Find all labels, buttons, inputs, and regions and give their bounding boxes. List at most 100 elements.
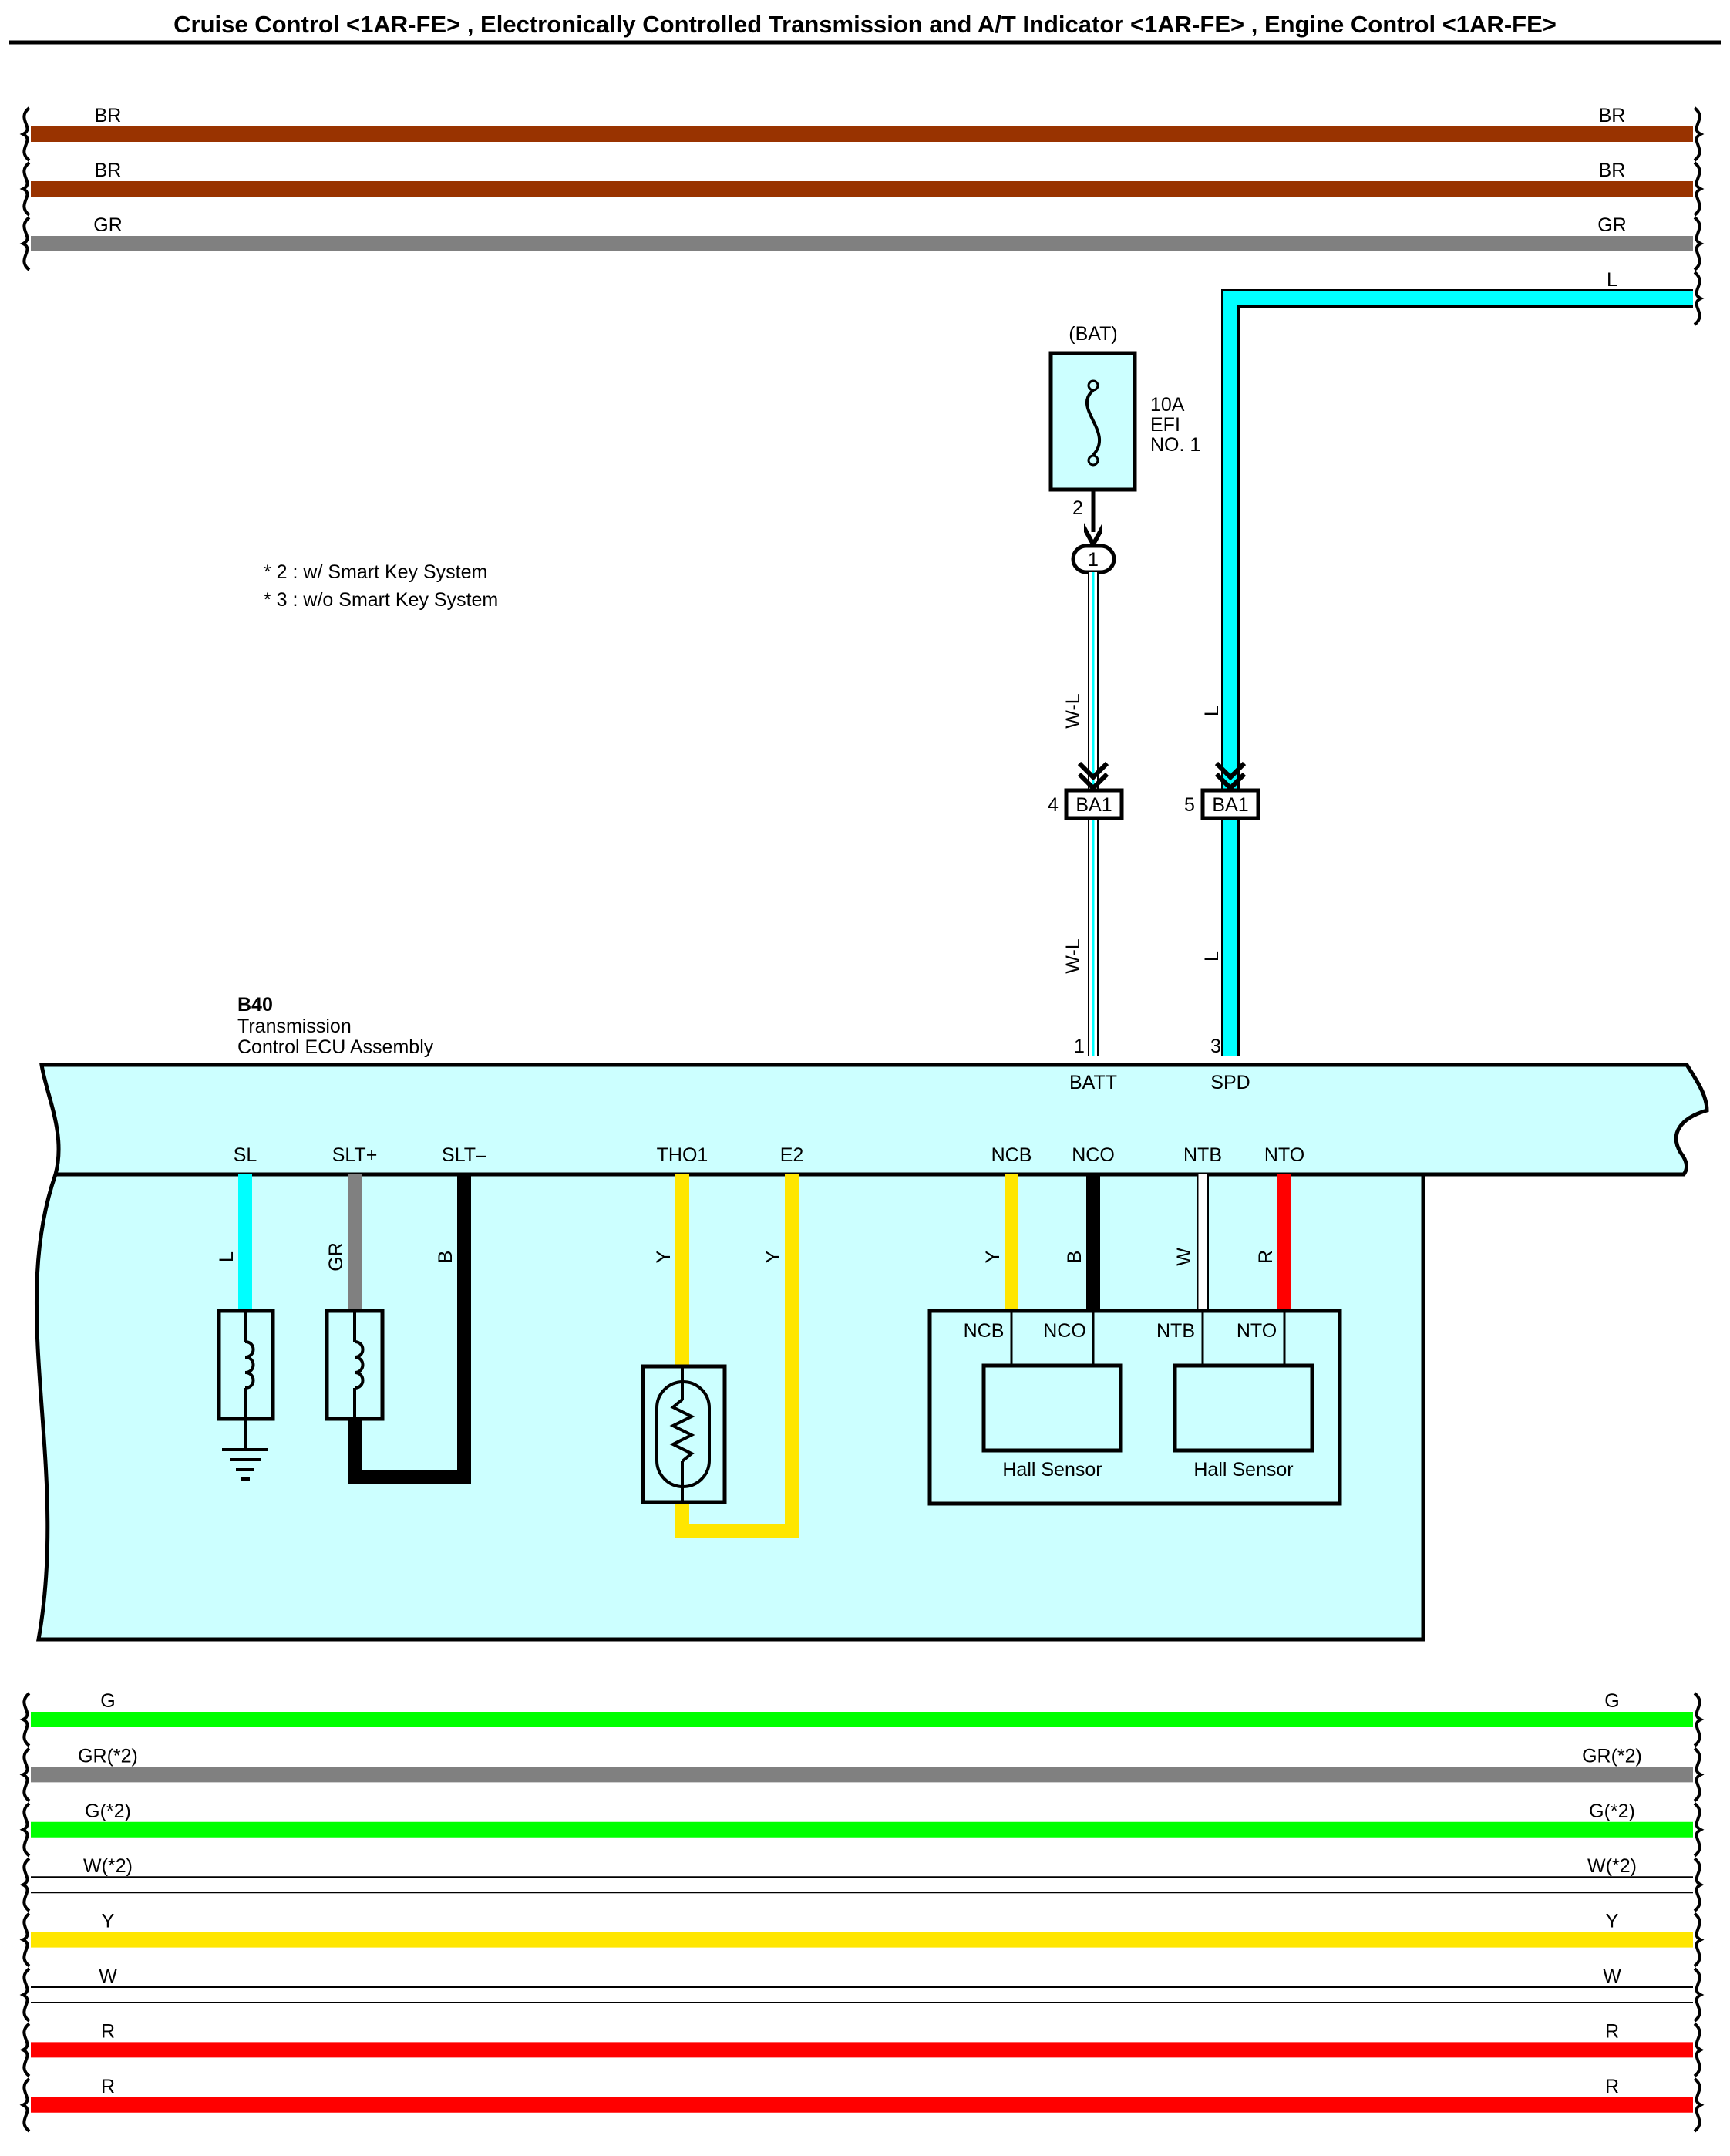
break-mark [1693,1857,1705,1912]
fuse-name-1: EFI [1150,414,1180,436]
break-mark [19,106,31,162]
top-wire-label-left: BR [95,105,122,126]
ecu-name-2: Control ECU Assembly [237,1036,434,1058]
bottom-wire-2: G(*2)G(*2) [19,1801,1705,1858]
bottom-wire-label-right: G(*2) [1589,1801,1635,1822]
break-mark [1693,1747,1705,1802]
fuse-pin: 2 [1072,497,1083,519]
note-no-smart-key: * 3 : w/o Smart Key System [264,589,498,611]
ecu-terminal-labels: SL SLT+ SLT– THO1 E2 NCB NCO NTB NTO [234,1144,1304,1166]
break-mark [1693,271,1705,326]
fuse-amp: 10A [1150,394,1185,416]
hall-sensor-1-label: Hall Sensor [1002,1459,1102,1481]
bottom-wire-label-right: W [1603,1966,1621,1987]
bottom-wire-label-left: W [99,1966,117,1987]
batt-wire-label-lower: W-L [1062,938,1084,973]
wire-label-ntb: W [1173,1248,1195,1266]
top-wire-0: BR BR [19,105,1705,162]
ecu-pin-batt-number: 1 [1074,1036,1085,1057]
break-mark [19,1912,31,1968]
batt-wire-label-upper: W-L [1062,693,1084,728]
hall-sensor-1 [981,1363,1123,1453]
sensor-pin-ntb: NTB [1156,1320,1195,1342]
break-mark [19,2077,31,2133]
terminal-slt-minus: SLT– [442,1144,486,1166]
bottom-wire-label-left: Y [102,1911,115,1932]
wire-label-slt-minus: B [435,1251,456,1264]
splice-label: 1 [1088,549,1099,571]
terminal-nto: NTO [1264,1144,1304,1166]
terminal-tho1: THO1 [657,1144,708,1166]
break-mark [1693,2022,1705,2077]
fuse-bat-label: (BAT) [1069,323,1117,345]
top-wire-label-right: BR [1599,160,1626,181]
top-wire-1: BR BR [19,160,1705,217]
wire-label-tho1: Y [653,1250,675,1263]
sensor-pin-nto: NTO [1237,1320,1277,1342]
wire-label-e2: Y [762,1250,784,1263]
terminal-slt-plus: SLT+ [332,1144,378,1166]
ecu-body [34,1063,1709,1642]
fuse-name-2: NO. 1 [1150,434,1200,456]
solenoid-sl [217,1309,275,1450]
break-mark [19,1692,31,1747]
terminal-e2: E2 [780,1144,804,1166]
bottom-wire-3: W(*2)W(*2) [19,1855,1705,1912]
wire-label-slt-plus: GR [325,1242,347,1272]
note-smart-key: * 2 : w/ Smart Key System [264,561,487,583]
bottom-wire-label-right: GR(*2) [1582,1745,1642,1767]
bottom-wire-label-left: G [100,1690,115,1712]
connector-ba1-pin4-number: 4 [1048,794,1059,816]
diagram-title: Cruise Control <1AR-FE> , Electronically… [173,11,1557,38]
bottom-wire-label-right: G [1604,1690,1619,1712]
bottom-wire-label-right: R [1605,2076,1619,2097]
ecu-wire-labels: L GR B Y Y Y B W R [216,1242,1277,1272]
break-mark [1693,1912,1705,1968]
solenoid-slt [325,1309,385,1421]
break-mark [19,161,31,217]
wire-label-ncb: Y [982,1250,1004,1263]
bottom-wire-label-left: W(*2) [83,1855,133,1877]
thermistor-tho1 [641,1364,727,1504]
sensor-pin-nco: NCO [1043,1320,1086,1342]
break-mark [19,1802,31,1858]
ecu-pin-batt-name: BATT [1069,1072,1117,1093]
terminal-nco: NCO [1072,1144,1115,1166]
ecu-pin-spd-number: 3 [1210,1036,1221,1057]
wire-label-nco: B [1064,1251,1085,1264]
ecu-code: B40 [237,994,273,1016]
bottom-wire-label-right: Y [1606,1911,1619,1932]
top-wire-label-right: GR [1597,214,1627,236]
break-mark [1693,1692,1705,1747]
connector-ba1-pin5: BA1 5 [1184,761,1260,820]
break-mark [19,1967,31,2023]
l-wire-label-upper: L [1201,706,1223,716]
ecu-pin-spd-name: SPD [1210,1072,1250,1093]
terminal-sl: SL [234,1144,257,1166]
break-mark [19,1857,31,1912]
top-wire-label-left: BR [95,160,122,181]
break-mark [19,1747,31,1802]
break-mark [1693,1802,1705,1858]
break-mark [1693,1967,1705,2023]
top-wire-label-right: BR [1599,105,1626,126]
connector-ba1-pin5-name: BA1 [1212,794,1248,816]
break-mark [19,2022,31,2077]
bottom-wire-1: GR(*2)GR(*2) [19,1745,1705,1802]
break-mark [19,216,31,271]
connector-ba1-pin4: BA1 4 [1048,761,1124,820]
fuse-terminal-bottom [1087,454,1099,467]
break-mark [1693,216,1705,271]
break-mark [1693,161,1705,217]
ecu-internal-wires [238,1174,1291,1538]
hall-sensor-block: NCB NCO NTB NTO Hall Sensor Hall Sensor [927,1309,1342,1506]
terminal-ntb: NTB [1183,1144,1222,1166]
